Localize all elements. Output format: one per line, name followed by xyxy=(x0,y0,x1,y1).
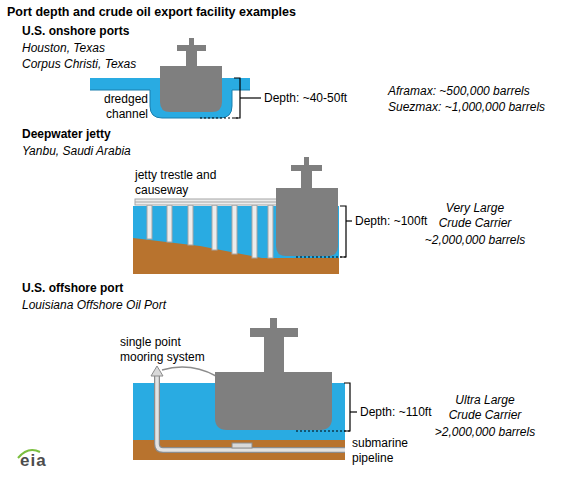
annotation-label: Ultra Large Crude Carrier xyxy=(440,393,530,423)
annotation-label: Deepwater jetty xyxy=(22,127,111,142)
jetty-illustration xyxy=(133,157,352,274)
annotation-label: Houston, Texas xyxy=(22,41,105,56)
annotation-label: Aframax: ~500,000 barrels xyxy=(388,84,530,99)
annotation-label: U.S. onshore ports xyxy=(22,24,129,39)
annotation-label: single point mooring system xyxy=(120,335,212,365)
annotation-label: Corpus Christi, Texas xyxy=(22,57,136,72)
chart-title: Port depth and crude oil export facility… xyxy=(7,5,296,20)
annotation-label: dredged channel xyxy=(98,92,148,122)
annotation-label: Depth: ~100ft xyxy=(355,214,427,229)
annotation-label: Depth: ~40-50ft xyxy=(264,91,347,106)
annotation-label: Depth: ~110ft xyxy=(360,405,432,420)
annotation-label: >2,000,000 barrels xyxy=(425,425,545,440)
annotation-label: Louisiana Offshore Oil Port xyxy=(22,298,166,313)
annotation-label: eia xyxy=(20,452,47,470)
annotation-label: Very Large Crude Carrier xyxy=(430,201,520,231)
annotation-label: U.S. offshore port xyxy=(22,281,123,296)
annotation-label: submarine pipeline xyxy=(352,436,422,466)
annotation-label: jetty trestle and causeway xyxy=(135,168,239,198)
annotation-label: ~2,000,000 barrels xyxy=(415,233,535,248)
annotation-label: Yanbu, Saudi Arabia xyxy=(22,144,131,159)
annotation-label: Suezmax: ~1,000,000 barrels xyxy=(388,100,545,115)
